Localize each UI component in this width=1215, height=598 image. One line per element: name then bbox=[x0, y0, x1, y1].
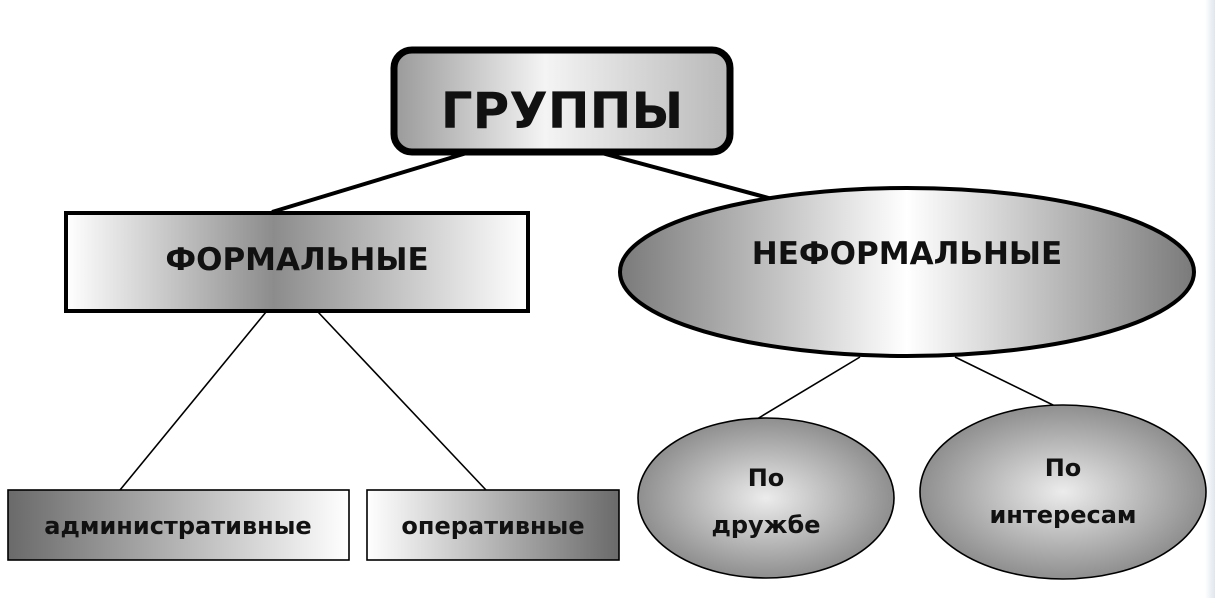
connector-formal-oper bbox=[317, 311, 487, 491]
formal-node-label: ФОРМАЛЬНЫЕ bbox=[165, 242, 428, 278]
connector-formal-admin bbox=[119, 311, 267, 491]
connector-root-formal bbox=[271, 150, 471, 214]
operative-node bbox=[366, 489, 620, 561]
formal-node bbox=[64, 211, 530, 313]
connector-informal-interests bbox=[954, 356, 1056, 407]
administrative-node-label: административные bbox=[44, 512, 311, 540]
friendship-node-line1: По bbox=[748, 464, 785, 492]
friendship-node bbox=[637, 417, 895, 579]
informal-node-label: НЕФОРМАЛЬНЫЕ bbox=[752, 236, 1062, 272]
informal-node bbox=[618, 186, 1196, 358]
operative-node-label: оперативные bbox=[401, 512, 584, 540]
friendship-node-line2: дружбе bbox=[711, 511, 820, 539]
connector-informal-friendship bbox=[756, 356, 861, 420]
interests-node bbox=[919, 404, 1207, 580]
root-node bbox=[390, 46, 734, 156]
interests-node-line2: интересам bbox=[989, 501, 1136, 529]
interests-node-line1: По bbox=[1045, 454, 1082, 482]
root-node-label: ГРУППЫ bbox=[441, 82, 684, 140]
connector-root-informal bbox=[597, 150, 777, 202]
page-edge-strip bbox=[1205, 0, 1215, 598]
administrative-node bbox=[7, 489, 350, 561]
